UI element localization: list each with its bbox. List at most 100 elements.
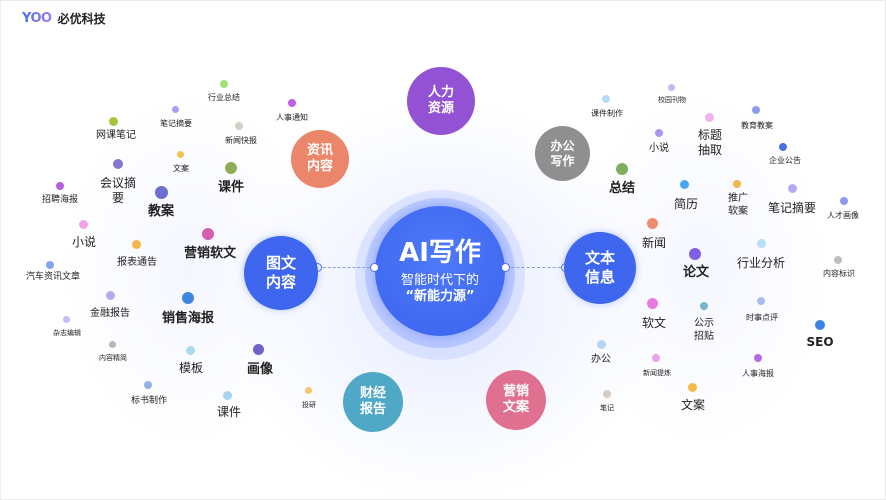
- hub-label-line2: 资源: [427, 101, 454, 116]
- hub-office-writing[interactable]: 办公 写作: [535, 126, 590, 181]
- brand-mark: YOO: [22, 11, 52, 26]
- tag-title-extraction[interactable]: 标题抽取: [697, 128, 722, 157]
- tag-online-course-notes[interactable]: 网课笔记: [96, 130, 136, 141]
- tag-hr-poster[interactable]: 人事海报: [742, 369, 774, 378]
- tag-dot: [757, 239, 766, 248]
- tag-content-condense[interactable]: 内容精简: [99, 354, 127, 362]
- tag-summary[interactable]: 总结: [608, 181, 636, 196]
- tag-auto-news-article[interactable]: 汽车资讯文章: [25, 272, 81, 282]
- tag-dot: [106, 291, 115, 300]
- tag-report-notice[interactable]: 报表通告: [117, 257, 157, 268]
- tag-investment-research[interactable]: 投研: [302, 401, 316, 409]
- hub-text-info[interactable]: 文本 信息: [564, 232, 636, 304]
- tag-novel[interactable]: 小说: [71, 235, 97, 249]
- hub-label-line1: 办公: [550, 138, 575, 153]
- tag-dot: [220, 80, 228, 88]
- tag-resume[interactable]: 简历: [673, 197, 699, 211]
- tag-dot: [56, 182, 64, 190]
- tag-dot: [652, 354, 660, 362]
- tag-industry-summary[interactable]: 行业总结: [208, 93, 240, 102]
- tag-dot: [647, 298, 658, 309]
- tag-dot: [680, 180, 689, 189]
- tag-dot: [113, 159, 123, 169]
- tag-dot: [202, 228, 214, 240]
- tag-courseware-2[interactable]: 课件: [216, 405, 242, 419]
- tag-courseware-making[interactable]: 课件制作: [591, 109, 623, 118]
- center-title: AI写作: [399, 237, 481, 268]
- tag-lesson-plan[interactable]: 教案: [147, 204, 175, 219]
- tag-dot: [144, 381, 152, 389]
- hub-label-line1: 图文: [265, 254, 296, 273]
- tag-dot: [779, 143, 787, 151]
- hub-marketing-copy[interactable]: 营销 文案: [486, 370, 546, 430]
- brand-name: 必优科技: [57, 12, 106, 26]
- tag-dot: [668, 84, 675, 91]
- tag-promo-softcopy[interactable]: 推广软案: [728, 193, 748, 217]
- tag-dot: [186, 346, 195, 355]
- tag-recruitment-poster[interactable]: 招聘海报: [41, 195, 79, 205]
- tag-sales-poster[interactable]: 销售海报: [161, 311, 215, 326]
- hub-label-line1: 文本: [584, 249, 615, 268]
- center-ai-writing[interactable]: AI写作 智能时代下的 “新能力源”: [375, 206, 505, 336]
- tag-education-lesson-plan[interactable]: 教育教案: [741, 121, 773, 130]
- tag-financial-report[interactable]: 金融报告: [90, 308, 130, 319]
- tag-dot: [235, 122, 243, 130]
- connector-node: [370, 263, 379, 272]
- hub-news-content[interactable]: 资讯 内容: [291, 130, 349, 188]
- tag-copywriting-2[interactable]: 文案: [680, 398, 706, 412]
- tag-dot: [288, 99, 296, 107]
- tag-dot: [597, 340, 606, 349]
- tag-note-summary[interactable]: 笔记摘要: [160, 119, 192, 128]
- tag-magazine-editing[interactable]: 杂志编辑: [53, 329, 81, 337]
- tag-thesis[interactable]: 论文: [682, 265, 710, 280]
- tag-dot: [752, 106, 760, 114]
- tag-dot: [155, 186, 168, 199]
- tag-dot: [689, 248, 701, 260]
- tag-office[interactable]: 办公: [591, 354, 611, 365]
- tag-news-extraction[interactable]: 新闻提炼: [643, 369, 671, 377]
- brand-logo: YOO 必优科技: [22, 10, 106, 27]
- tag-news-flash[interactable]: 新闻快报: [225, 136, 257, 145]
- tag-notes[interactable]: 笔记: [600, 404, 614, 412]
- tag-dot: [754, 354, 762, 362]
- tag-talent-portrait[interactable]: 人才画像: [827, 211, 859, 220]
- hub-human-resources[interactable]: 人力 资源: [407, 67, 475, 135]
- center-subtitle: 智能时代下的: [400, 273, 479, 288]
- tag-meeting-summary[interactable]: 会议摘要: [100, 176, 137, 205]
- connector-left: [318, 267, 375, 268]
- tag-dot: [700, 302, 708, 310]
- tag-marketing-softcopy[interactable]: 营销软文: [183, 246, 237, 261]
- tag-hr-notice[interactable]: 人事通知: [276, 113, 308, 122]
- tag-bid-preparation[interactable]: 标书制作: [130, 396, 168, 406]
- tag-note-summary-2[interactable]: 笔记摘要: [767, 201, 817, 215]
- tag-courseware[interactable]: 课件: [217, 180, 245, 195]
- tag-dot: [688, 383, 697, 392]
- tag-public-notice[interactable]: 公示招贴: [694, 318, 714, 342]
- tag-seo[interactable]: SEO: [806, 335, 834, 349]
- hub-label-line1: 营销: [502, 383, 529, 399]
- tag-novel-2[interactable]: 小说: [649, 143, 669, 154]
- hub-tuwen-content[interactable]: 图文 内容: [244, 236, 318, 310]
- tag-content-labeling[interactable]: 内容标识: [823, 269, 855, 278]
- tag-company-announcement[interactable]: 企业公告: [769, 156, 801, 165]
- hub-finance-report[interactable]: 财经 报告: [343, 372, 403, 432]
- tag-news[interactable]: 新闻: [641, 236, 667, 250]
- tag-dot: [788, 184, 797, 193]
- hub-label-line2: 报告: [359, 402, 386, 417]
- hub-label-line1: 人力: [427, 84, 454, 100]
- tag-dot: [225, 162, 237, 174]
- tag-dot: [109, 341, 116, 348]
- tag-dot: [63, 316, 70, 323]
- hub-label-line2: 信息: [584, 268, 615, 286]
- tag-copywriting[interactable]: 文案: [173, 164, 189, 173]
- tag-campus-publication[interactable]: 校园刊物: [658, 96, 686, 104]
- tag-softcopy[interactable]: 软文: [641, 316, 667, 330]
- tag-current-affairs[interactable]: 时事点评: [746, 313, 778, 322]
- tag-template[interactable]: 模板: [178, 361, 204, 375]
- tag-dot: [647, 218, 658, 229]
- hub-label-line2: 内容: [265, 273, 296, 291]
- tag-industry-analysis[interactable]: 行业分析: [736, 256, 786, 270]
- tag-dot: [223, 391, 232, 400]
- tag-dot: [705, 113, 714, 122]
- tag-portrait[interactable]: 画像: [246, 362, 274, 377]
